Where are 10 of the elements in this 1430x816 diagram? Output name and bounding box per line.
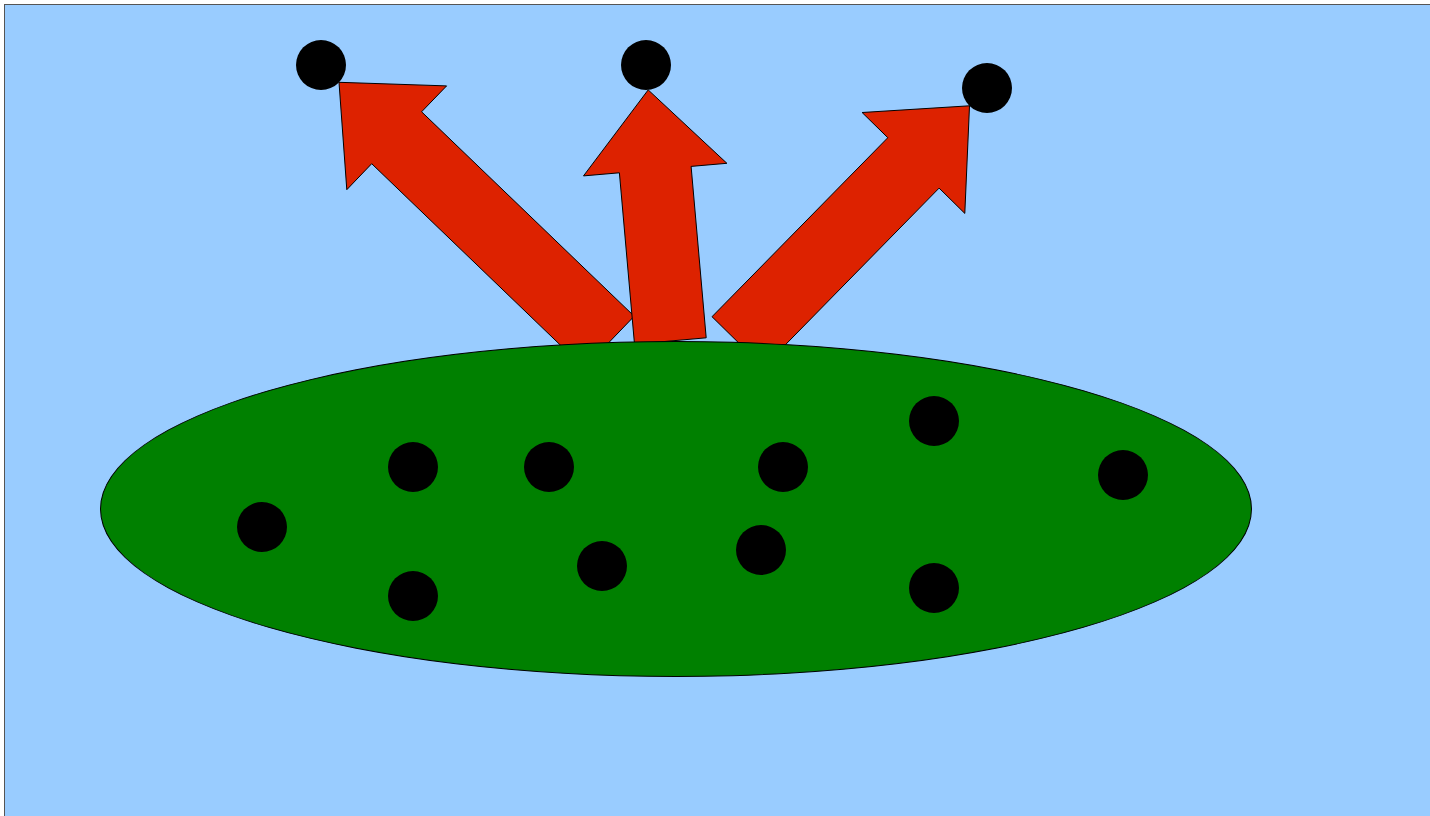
dot bbox=[388, 571, 438, 621]
dot bbox=[1098, 450, 1148, 500]
dot bbox=[909, 396, 959, 446]
dot bbox=[736, 525, 786, 575]
dot bbox=[524, 442, 574, 492]
dot bbox=[758, 442, 808, 492]
dot bbox=[237, 502, 287, 552]
dot bbox=[577, 541, 627, 591]
dot bbox=[909, 563, 959, 613]
dot bbox=[388, 442, 438, 492]
